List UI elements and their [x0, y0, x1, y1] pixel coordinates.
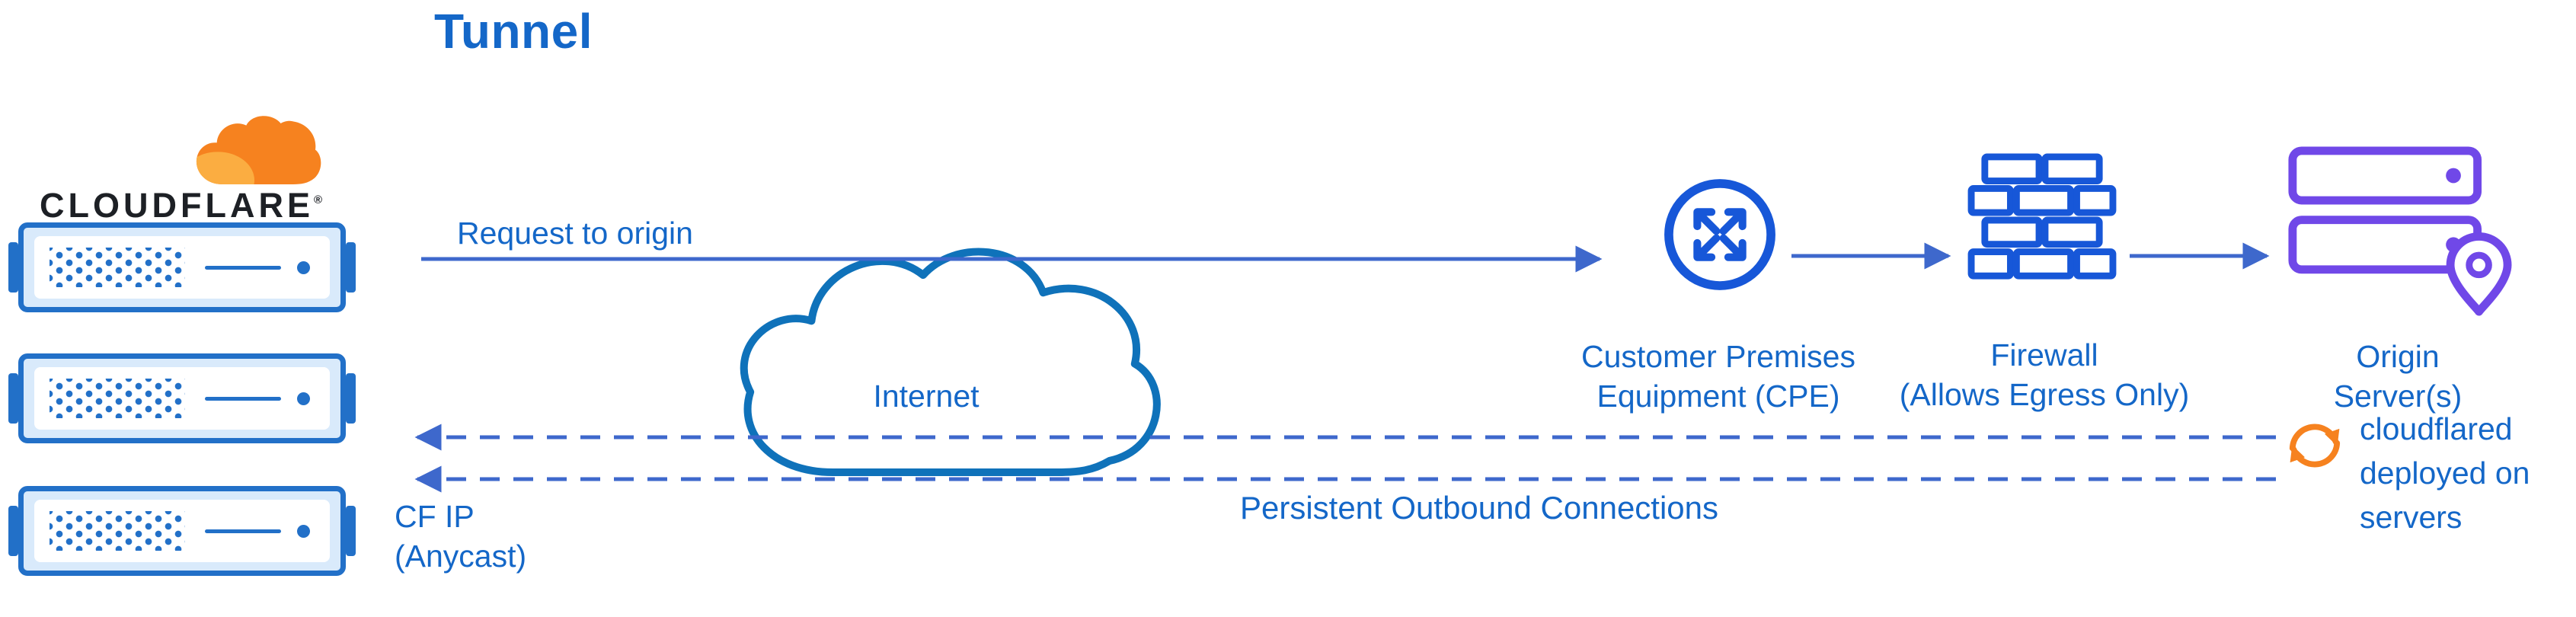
server-line: [205, 265, 281, 270]
firewall-bricks-icon: [1967, 153, 2117, 280]
server-panel: [34, 500, 330, 562]
server-tab: [8, 505, 18, 557]
server-dots: [50, 248, 185, 287]
server-tab: [346, 505, 356, 557]
wordmark-text: CLOUDFLARE: [40, 186, 314, 225]
edge-server-icon-1: [8, 222, 356, 312]
firewall-label: Firewall (Allows Egress Only): [1899, 337, 2190, 413]
server-led-icon: [297, 392, 310, 405]
registered-mark: ®: [313, 193, 323, 206]
cloudflare-wordmark: CLOUDFLARE®: [40, 186, 322, 225]
persistent-outbound-label: Persistent Outbound Connections: [1239, 490, 1719, 526]
page-title: Tunnel: [434, 4, 593, 59]
server-line: [205, 396, 281, 401]
internet-label: Internet: [873, 379, 980, 414]
server-tab: [346, 372, 356, 424]
server-panel: [34, 236, 330, 299]
sync-arrows-icon: [2289, 424, 2341, 468]
server-led-icon: [297, 261, 310, 274]
location-pin-icon: [2446, 232, 2512, 316]
cpe-label: Customer Premises Equipment (CPE): [1581, 339, 1855, 414]
internet-cloud-icon: [740, 248, 1161, 477]
server-tab: [8, 372, 18, 424]
origin-servers-label: Origin Server(s): [2333, 339, 2463, 414]
edge-server-icon-2: [8, 353, 356, 443]
server-panel: [34, 367, 330, 430]
cloudflared-label: cloudflared deployed on servers: [2360, 411, 2530, 535]
request-to-origin-label: Request to origin: [457, 216, 693, 251]
origin-server-pin-icon: [2288, 146, 2512, 316]
cpe-router-icon: [1664, 179, 1775, 290]
server-tab: [8, 241, 18, 293]
server-tab: [346, 241, 356, 293]
server-dots: [50, 379, 185, 418]
cf-ip-anycast-label: CF IP (Anycast): [395, 499, 527, 574]
server-dots: [50, 511, 185, 551]
server-led-icon: [297, 524, 310, 538]
server-line: [205, 529, 281, 533]
edge-server-icon-3: [8, 486, 356, 576]
cloudflare-cloud-icon: [196, 116, 321, 184]
